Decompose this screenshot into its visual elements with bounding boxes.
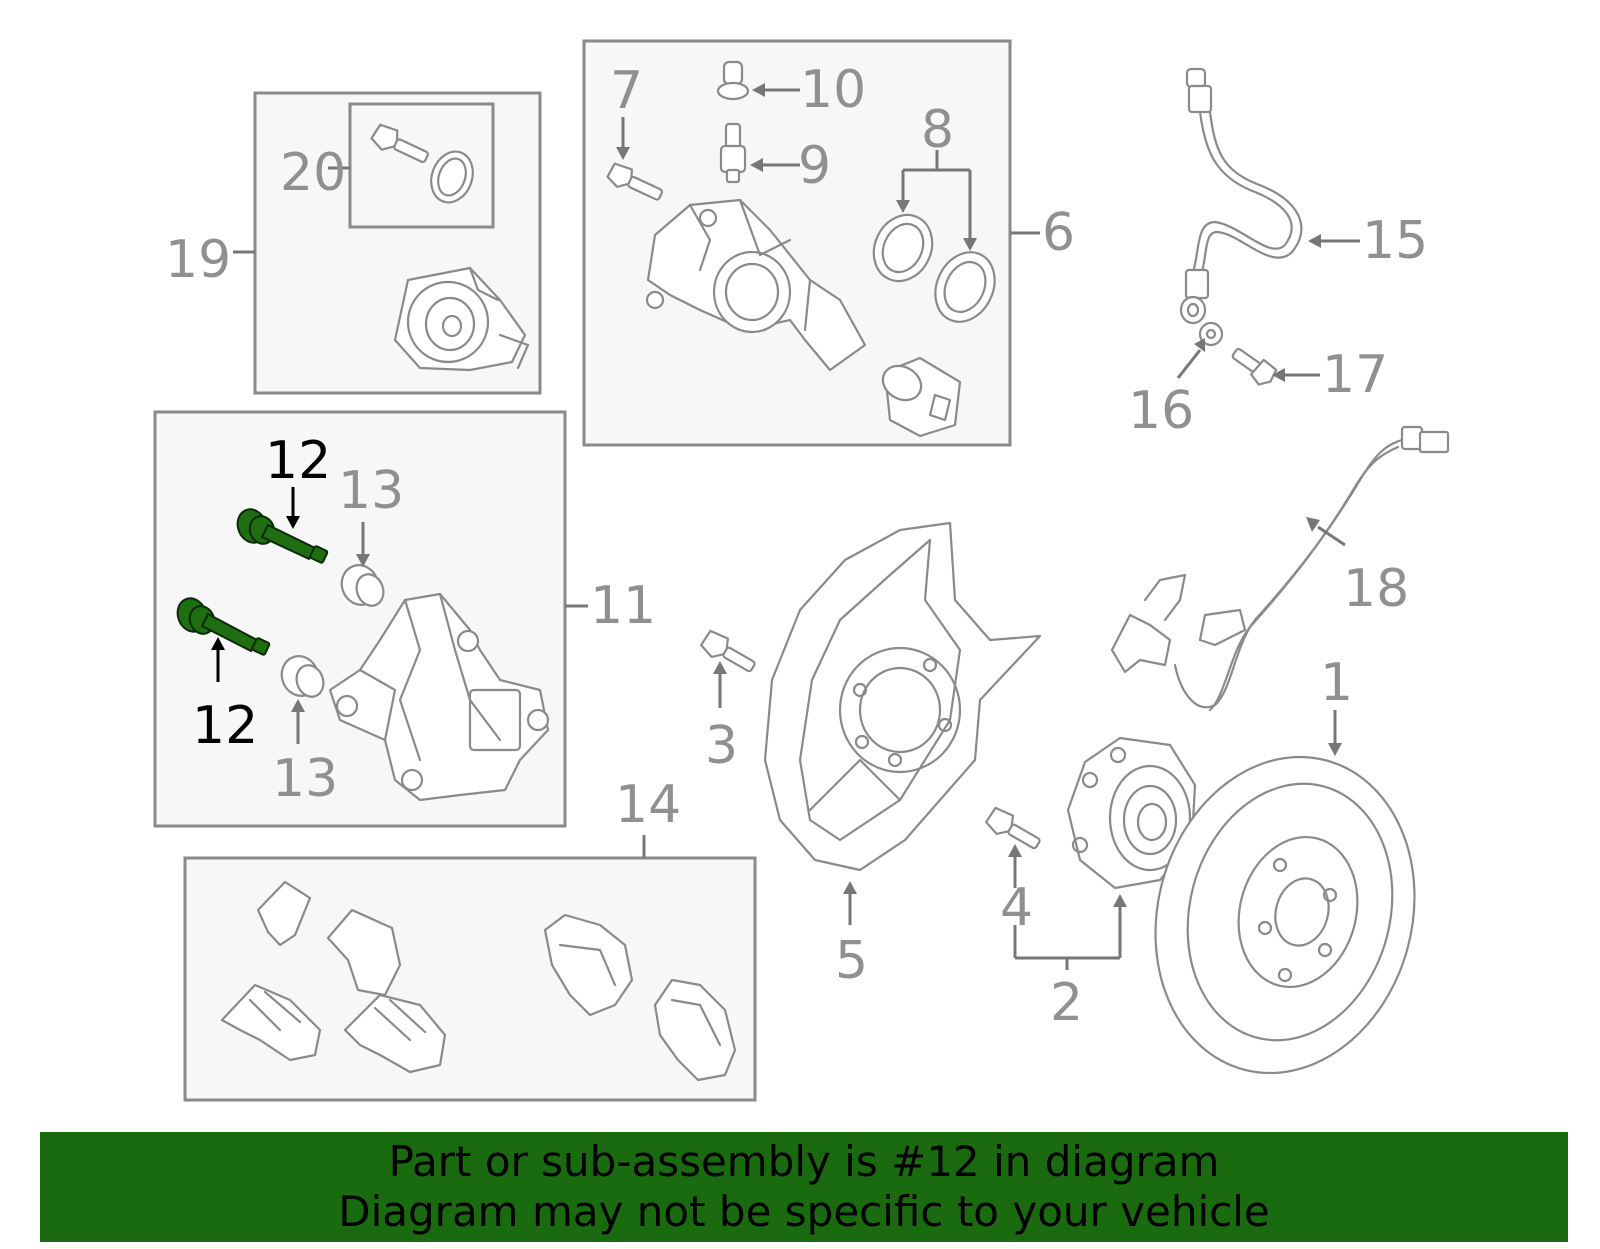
guide-pin-12-upper [236,508,329,564]
callout-3: 3 [705,716,738,776]
callout-10: 10 [800,60,866,120]
guide-pin-12-lower [176,597,271,656]
callout-12-upper: 12 [265,431,331,491]
group-box-6: 7 10 9 8 6 [582,39,1075,447]
callout-16: 16 [1128,381,1194,441]
callout-20: 20 [280,143,346,203]
callout-18: 18 [1343,559,1409,619]
callout-7: 7 [610,61,643,121]
banner-line-1: Part or sub-assembly is #12 in diagram [388,1137,1220,1186]
callout-8: 8 [921,100,954,160]
callout-9: 9 [798,136,831,196]
callout-13-upper: 13 [338,461,404,521]
callout-17: 17 [1322,345,1388,405]
callout-2: 2 [1050,973,1083,1033]
part-rotor-1: 1 [1154,653,1416,1075]
callout-12-lower: 12 [192,696,258,756]
group-box-11: 12 12 13 13 11 [153,410,656,828]
callout-11: 11 [590,576,656,636]
callout-14: 14 [615,775,681,835]
callout-5: 5 [835,931,868,991]
part-abs-sensor-18: 18 [1110,425,1450,712]
callout-4: 4 [1000,878,1033,938]
callout-19: 19 [165,230,231,290]
banner-line-2: Diagram may not be specific to your vehi… [338,1187,1270,1236]
callout-1: 1 [1320,653,1353,713]
part-hub-2: 4 2 [985,736,1197,1033]
group-brake-hose: 15 16 17 [1128,67,1428,441]
callout-6: 6 [1042,203,1075,263]
group-box-14: 14 [183,775,757,1102]
part-bolt-3: 3 [700,629,756,776]
info-banner: Part or sub-assembly is #12 in diagram D… [40,1132,1568,1242]
part-dust-shield-5: 5 [763,521,1042,991]
group-box-19: 19 20 [165,91,542,395]
callout-15: 15 [1362,211,1428,271]
callout-13-lower: 13 [272,749,338,809]
